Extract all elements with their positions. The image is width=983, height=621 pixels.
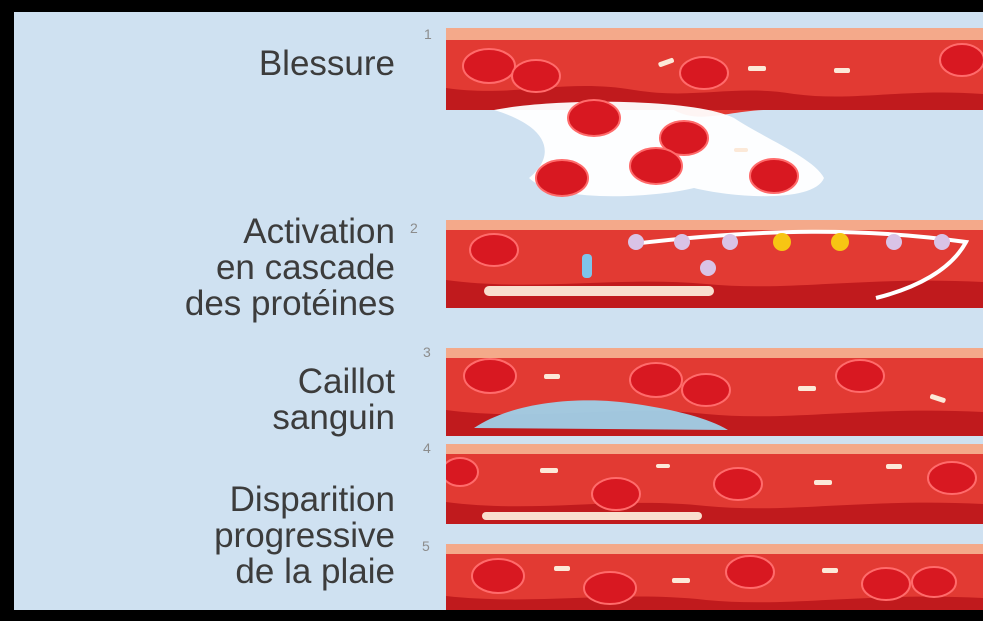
step-1-illustration xyxy=(434,28,983,208)
step-1-label: Blessure xyxy=(259,46,395,82)
step-3-label: Caillot sanguin xyxy=(272,364,395,436)
step-4-number: 4 xyxy=(423,440,431,456)
step-4-label-line-1: Disparition xyxy=(214,482,395,518)
wound-svg xyxy=(434,28,983,208)
step-2-illustration xyxy=(446,220,983,308)
step-1-label-line-1: Blessure xyxy=(259,46,395,82)
cascade-svg xyxy=(446,220,983,308)
step-2-label: Activation en cascade des protéines xyxy=(185,214,395,322)
step-5-number: 5 xyxy=(422,538,430,554)
step-1-number: 1 xyxy=(424,26,432,42)
diagram-panel: Blessure Activation en cascade des proté… xyxy=(14,12,983,610)
step-3-illustration xyxy=(446,348,983,436)
step-4-illustration xyxy=(446,444,983,524)
step-3-label-line-2: sanguin xyxy=(272,400,395,436)
step-4-label: Disparition progressive de la plaie xyxy=(214,482,395,590)
healed-svg xyxy=(446,544,983,610)
step-4-label-line-2: progressive xyxy=(214,518,395,554)
step-3-label-line-1: Caillot xyxy=(272,364,395,400)
healing-svg xyxy=(446,444,983,524)
step-2-label-line-1: Activation xyxy=(185,214,395,250)
step-2-number: 2 xyxy=(410,220,418,236)
step-5-illustration xyxy=(446,544,983,610)
step-4-label-line-3: de la plaie xyxy=(214,554,395,590)
step-3-number: 3 xyxy=(423,344,431,360)
clot-svg xyxy=(446,348,983,436)
step-2-label-line-2: en cascade xyxy=(185,250,395,286)
step-2-label-line-3: des protéines xyxy=(185,286,395,322)
